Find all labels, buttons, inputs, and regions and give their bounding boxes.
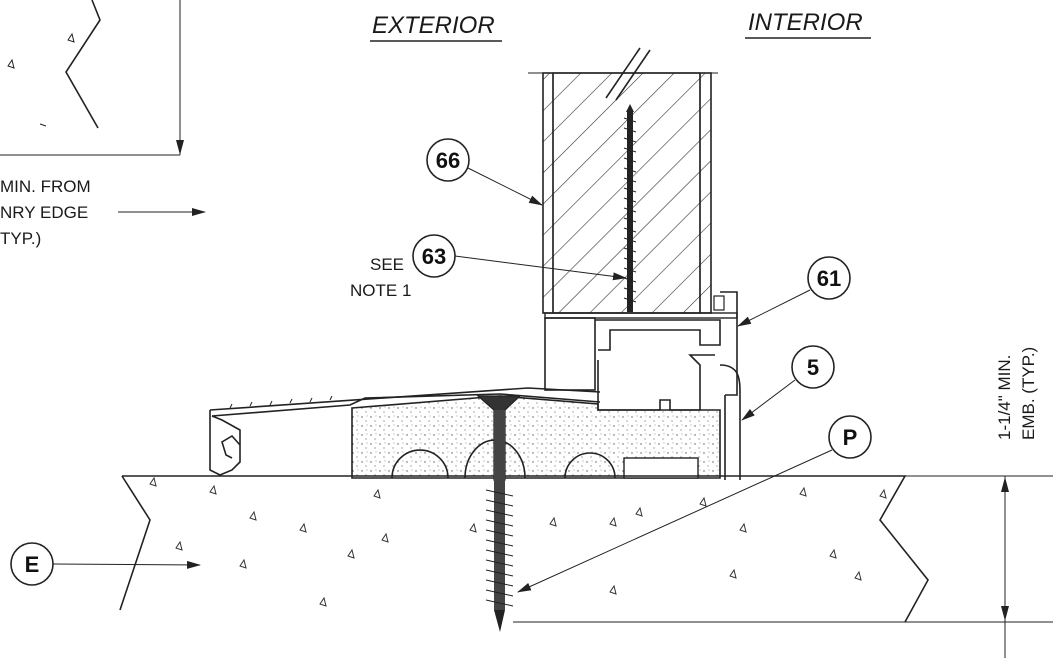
- embedment-dimension: 1-1/4" MIN. EMB. (TYP.): [995, 347, 1038, 658]
- callout-63-label: 63: [422, 244, 446, 269]
- grout-bed: [351, 395, 721, 479]
- see-note-line2: NOTE 1: [350, 281, 411, 300]
- door-screw: [623, 104, 637, 312]
- anchor-screw: [476, 395, 522, 632]
- door-panel: [528, 47, 718, 314]
- callout-61: 61: [737, 256, 851, 327]
- masonry-note-line2: NRY EDGE: [0, 203, 88, 222]
- callout-61-label: 61: [817, 266, 841, 291]
- callout-p-label: P: [843, 425, 858, 450]
- callout-5-label: 5: [807, 355, 819, 380]
- callout-e-label: E: [25, 552, 40, 577]
- dimension-vertical-top-left: [176, 0, 184, 155]
- callout-66: 66: [426, 138, 543, 206]
- callout-5: 5: [741, 345, 835, 421]
- threshold: [209, 387, 601, 476]
- masonry-note-line3: TYP.): [0, 229, 41, 248]
- callout-e: E: [10, 542, 201, 586]
- see-note-line1: SEE: [370, 255, 404, 274]
- callout-66-label: 66: [436, 148, 460, 173]
- concrete-slab: [119, 475, 1053, 623]
- exterior-header: EXTERIOR: [372, 12, 495, 39]
- emb-note-line2: EMB. (TYP.): [1019, 347, 1038, 440]
- callout-p: P: [517, 415, 872, 593]
- masonry-note-line1: MIN. FROM: [0, 177, 91, 196]
- exterior-header-group: EXTERIOR: [370, 12, 502, 42]
- callout-63: 63 SEE NOTE 1: [350, 234, 627, 300]
- masonry-block-partial: [0, 0, 180, 156]
- interior-header-group: INTERIOR: [745, 9, 871, 39]
- interior-header: INTERIOR: [748, 9, 863, 36]
- emb-note-line1: 1-1/4" MIN.: [995, 355, 1014, 440]
